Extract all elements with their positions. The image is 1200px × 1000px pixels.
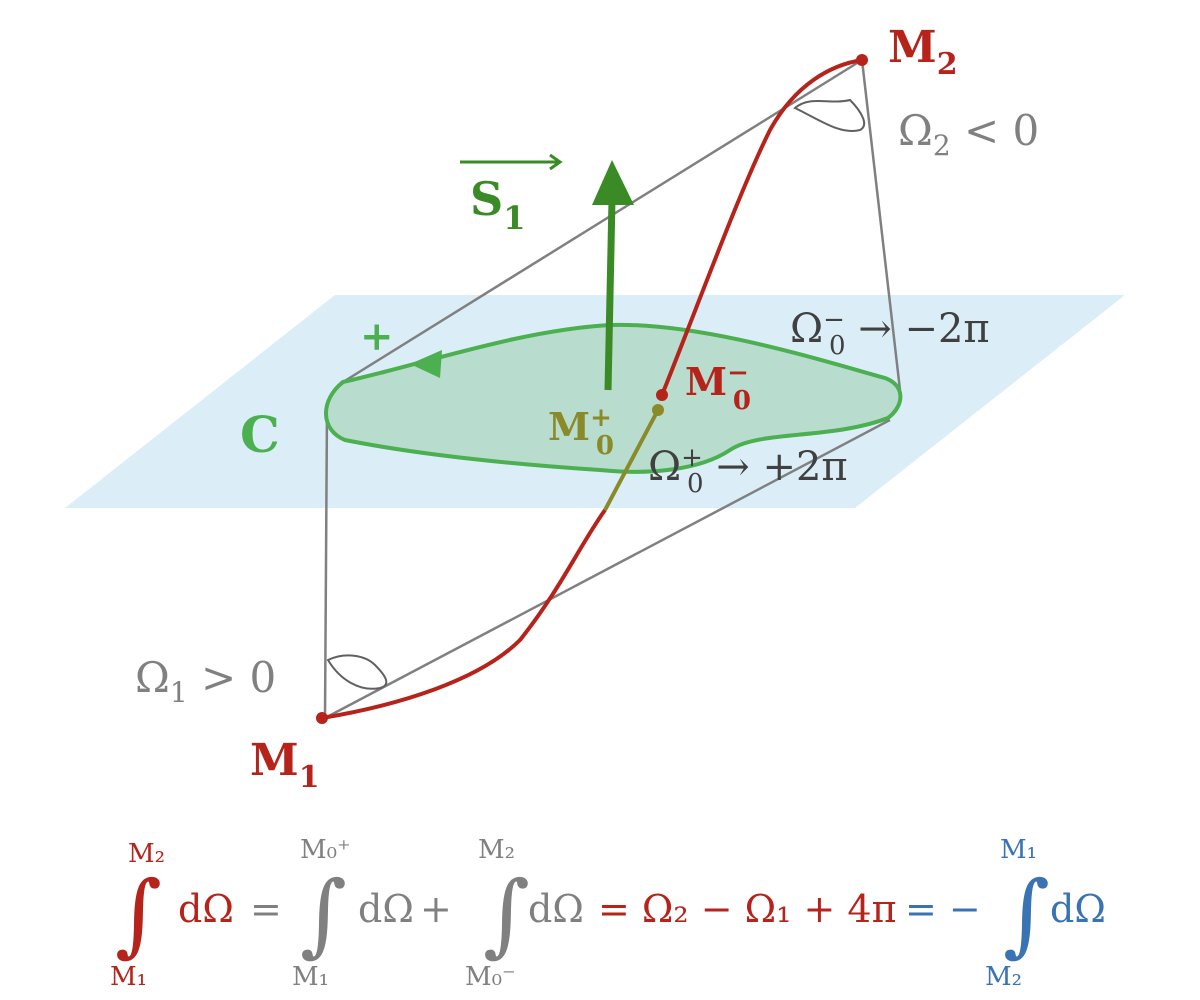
int3-sign: ∫ [483, 862, 530, 967]
int3-lower: M₀⁻ [465, 962, 516, 992]
path-m0minus-to-m2 [660, 58, 863, 396]
formula-result: = Ω₂ − Ω₁ + 4π [598, 887, 897, 931]
int1-lower: M₁ [110, 962, 147, 992]
point-m0minus [656, 389, 668, 401]
solid-angle-mark-m1 [326, 654, 388, 690]
s1-vector [604, 199, 616, 391]
int2-sign: ∫ [300, 862, 347, 967]
int1-upper: M₂ [128, 839, 165, 869]
contour-direction-arrow [410, 350, 442, 378]
int4-sign: ∫ [1003, 862, 1050, 967]
label-m2: M2 [888, 22, 958, 82]
solid-angle-mark-m2 [793, 98, 866, 132]
point-m1 [316, 712, 328, 724]
label-omega2: Ω2 < 0 [898, 106, 1039, 162]
int1-sign: ∫ [115, 862, 162, 967]
label-contour-c: C [240, 405, 280, 464]
point-m2 [856, 54, 868, 66]
eq2: = − [905, 887, 981, 931]
label-m1: M1 [250, 735, 320, 795]
int2-upper: M₀⁺ [300, 835, 351, 865]
label-orientation-plus: + [360, 313, 394, 360]
formula: M₂ ∫ M₁ dΩ = M₀⁺ ∫ M₁ dΩ + M₂ ∫ M₀⁻ dΩ =… [110, 835, 1106, 992]
label-s1: S1 [470, 172, 526, 237]
cone-lines [323, 58, 902, 720]
int4-body: dΩ [1050, 887, 1106, 931]
path-m1-to-m0plus [321, 508, 607, 720]
label-omega1: Ω1 > 0 [135, 653, 276, 709]
path-inside-segment [603, 409, 660, 511]
label-omega0-plus: Ω+0 → +2π [648, 443, 848, 499]
int3-upper: M₂ [478, 835, 515, 865]
int4-upper: M₁ [1000, 835, 1037, 865]
int2-lower: M₁ [292, 962, 329, 992]
plus-sign: + [420, 887, 452, 931]
int4-lower: M₂ [985, 962, 1022, 992]
s1-overarrow-head [549, 153, 563, 171]
int3-body: dΩ [528, 887, 584, 931]
label-omega0-minus: Ω−0 → −2π [790, 305, 990, 361]
eq1: = [250, 887, 282, 931]
s1-arrowhead [592, 160, 634, 205]
point-m0plus [652, 404, 664, 416]
int1-body: dΩ [178, 887, 234, 931]
label-m0-plus: M+0 [548, 403, 614, 461]
int2-body: dΩ [358, 887, 414, 931]
label-m0-minus: M−0 [685, 358, 751, 416]
